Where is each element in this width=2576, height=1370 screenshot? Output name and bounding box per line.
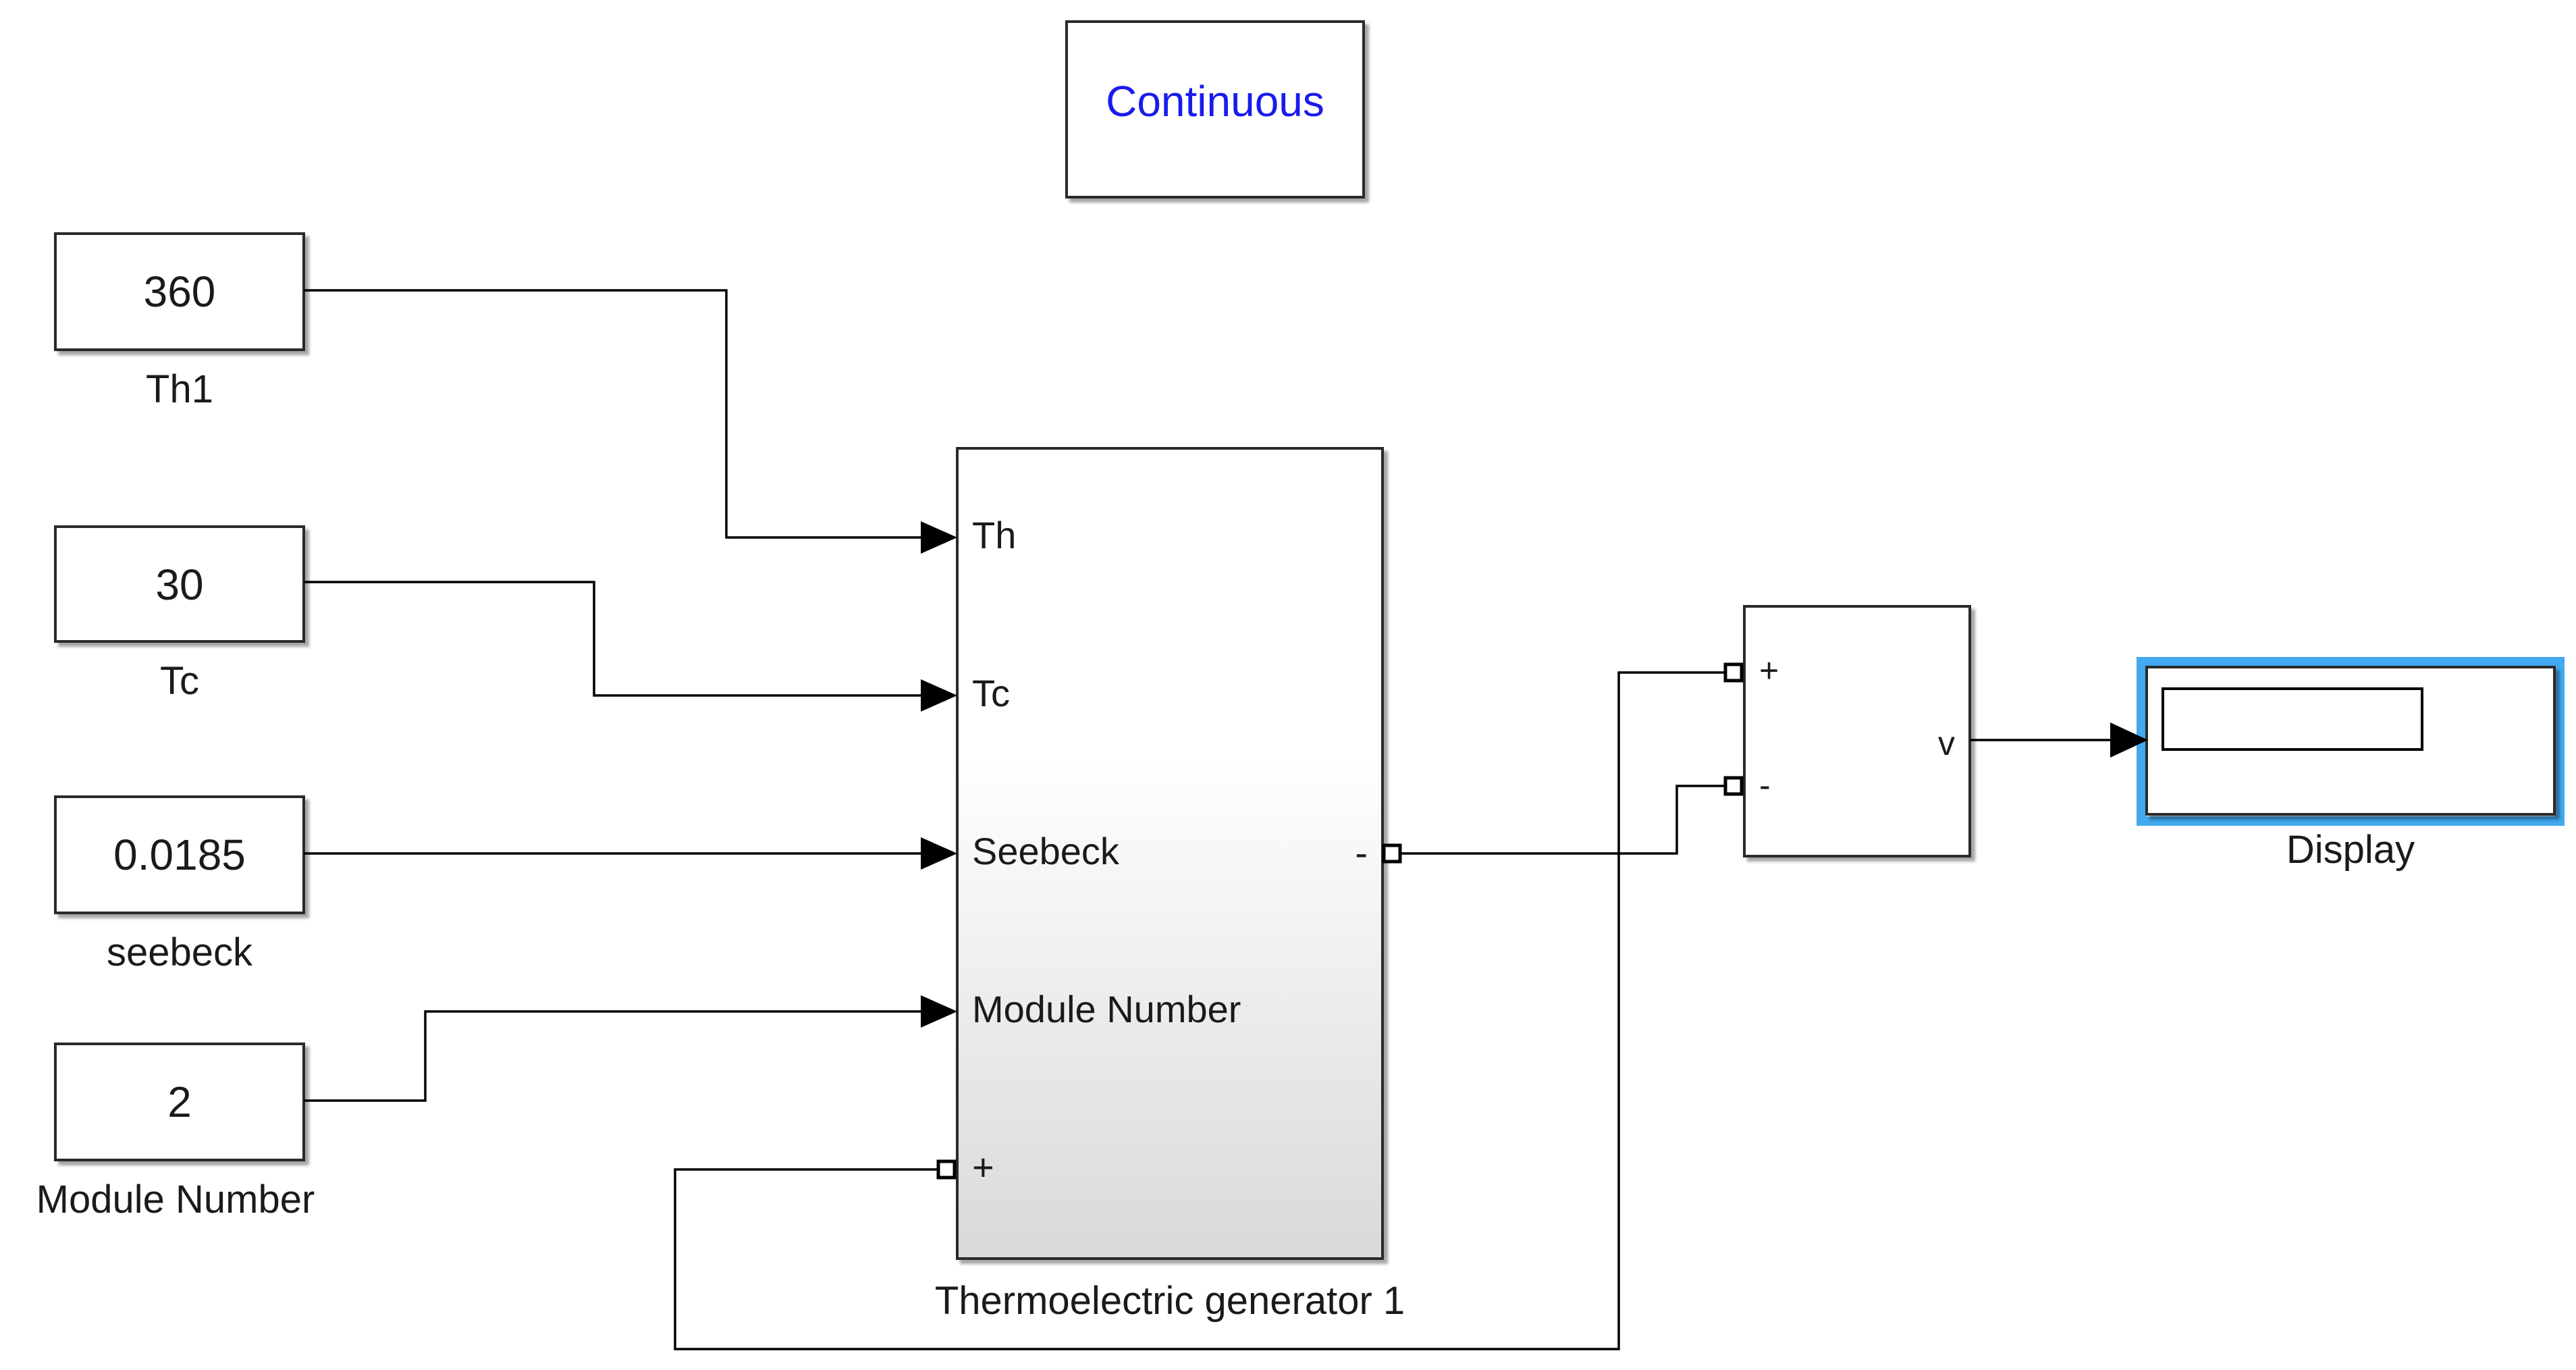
constant-block-module-number[interactable]: 2 <box>54 1043 305 1161</box>
teg-input-label: Seebeck <box>972 830 1120 872</box>
sensor-plus-label: + <box>1759 652 1779 689</box>
solver-config-block[interactable]: Continuous <box>1065 20 1365 199</box>
teg-input-label: Tc <box>972 672 1010 714</box>
arrowhead-icon <box>921 995 957 1028</box>
constant-value: 0.0185 <box>113 831 246 879</box>
constant-value: 2 <box>167 1078 192 1126</box>
arrowhead-icon <box>2110 722 2148 758</box>
display-readout <box>2162 687 2423 751</box>
sensor-minus-label: - <box>1759 766 1771 804</box>
constant-name: Tc <box>160 659 199 703</box>
constant-name: Th1 <box>146 367 213 411</box>
sensor-output-label: v <box>1938 724 1955 762</box>
voltage-sensor-block[interactable]: + - v <box>1743 605 1971 858</box>
solver-label: Continuous <box>1106 77 1324 126</box>
display-name: Display <box>2286 828 2415 872</box>
teg-block[interactable]: Th Tc Seebeck Module Number + - <box>956 447 1384 1260</box>
teg-input-label: Module Number <box>972 988 1241 1030</box>
signal-line-th1-to-th[interactable] <box>304 289 926 539</box>
teg-plus-port[interactable] <box>936 1159 957 1180</box>
sensor-plus-port[interactable] <box>1723 662 1744 683</box>
arrowhead-icon <box>921 521 957 554</box>
connection-teg-minus-to-sensor-minus[interactable] <box>1400 785 1725 855</box>
display-block[interactable] <box>2137 657 2565 826</box>
constant-name: Module Number <box>36 1178 315 1221</box>
constant-value: 30 <box>155 560 203 609</box>
constant-value: 360 <box>144 267 216 316</box>
teg-minus-port-label: - <box>1355 831 1368 874</box>
arrowhead-icon <box>921 837 957 870</box>
teg-minus-port[interactable] <box>1382 843 1402 864</box>
signal-line-tc-to-tc[interactable] <box>304 581 926 697</box>
constant-block-seebeck[interactable]: 0.0185 <box>54 795 305 914</box>
constant-block-tc[interactable]: 30 <box>54 525 305 643</box>
teg-name: Thermoelectric generator 1 <box>935 1279 1405 1323</box>
signal-line-module-number[interactable] <box>304 1010 926 1102</box>
constant-block-th1[interactable]: 360 <box>54 232 305 351</box>
sensor-minus-port[interactable] <box>1723 776 1744 796</box>
teg-plus-port-label: + <box>972 1146 994 1188</box>
arrowhead-icon <box>921 679 957 712</box>
constant-name: seebeck <box>107 930 253 974</box>
teg-input-label: Th <box>972 514 1016 556</box>
connection-teg-plus-to-sensor-plus[interactable] <box>674 671 1725 1350</box>
